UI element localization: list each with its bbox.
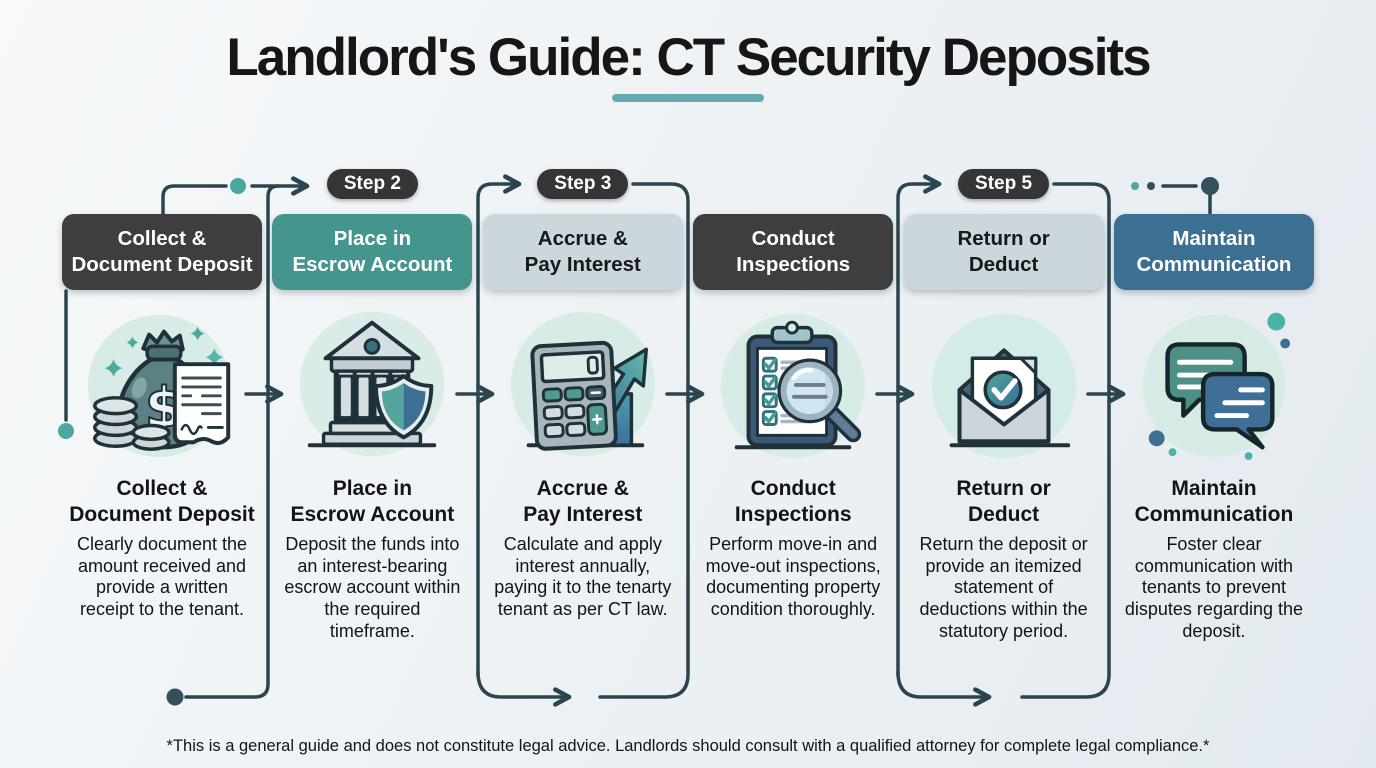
step-header-line2: Deduct [968, 253, 1039, 276]
step-title-line1: Conduct [750, 477, 836, 500]
step-title: Maintain Communication [1135, 476, 1294, 527]
step-header-line2: Pay Interest [524, 253, 641, 276]
step-column: Step 3 Accrue & Pay Interest [482, 162, 683, 642]
step-column: Conduct Inspections [693, 162, 894, 642]
step-header-line1: Maintain [1172, 227, 1256, 251]
step-badge: Step 5 [958, 169, 1050, 199]
step-header-line2: Document Deposit [71, 253, 253, 276]
step-title-line2: Inspections [734, 502, 852, 526]
step-description: Return the deposit or provide an itemize… [919, 534, 1088, 641]
step-title-line2: Deduct [967, 502, 1040, 526]
step-badge-slot [145, 162, 179, 206]
step-title-line2: Escrow Account [290, 502, 455, 526]
step-header-box: Return or Deduct [903, 214, 1104, 290]
step-title: Place in Escrow Account [291, 476, 455, 527]
step-title-line1: Maintain [1171, 477, 1257, 500]
step-title: Return or Deduct [956, 476, 1051, 527]
step-title-line1: Collect & [116, 477, 208, 500]
step-column: Collect & Document Deposit $ Collect & [62, 162, 262, 642]
step-badge-slot: Step 2 [326, 162, 418, 206]
step-header-box: Place in Escrow Account [272, 214, 473, 290]
step-badge: Step 2 [326, 169, 418, 199]
col3-loop-bottom-arrow [476, 670, 572, 707]
step-description: Clearly document the amount received and… [76, 534, 248, 619]
money-bag-icon: $ [78, 296, 246, 466]
envelope-icon [920, 296, 1088, 466]
step-header-box: Collect & Document Deposit [62, 214, 262, 290]
step-header-line1: Accrue & [537, 227, 628, 251]
bottom-left-dot [166, 688, 184, 706]
step-title: Accrue & Pay Interest [523, 476, 642, 527]
step-badge-slot [776, 162, 810, 206]
step-badge-label: Step 3 [554, 173, 612, 194]
col5-loop-bottom-arrow [896, 670, 992, 707]
step-title-line1: Return or [956, 477, 1051, 500]
step-header-line2: Inspections [736, 253, 851, 276]
title-underline [612, 93, 764, 102]
step-badge-slot [1197, 162, 1231, 206]
calculator-icon [499, 296, 667, 466]
step-column: Maintain Communication Maintain Communic… [1113, 162, 1314, 642]
step-description: Deposit the funds into an interest-beari… [284, 534, 461, 641]
step-header-line1: Collect & [117, 227, 207, 251]
step-header-line1: Return or [957, 227, 1050, 251]
step-badge-label: Step 2 [343, 173, 401, 194]
step-badge-label: Step 5 [975, 173, 1033, 194]
step-header-box: Conduct Inspections [693, 214, 894, 290]
step-description: Calculate and apply interest annually, p… [494, 534, 672, 619]
step-title-line1: Accrue & [536, 477, 629, 500]
step-title: Collect & Document Deposit [69, 476, 255, 527]
step-header-line2: Escrow Account [292, 253, 453, 276]
step-header-line1: Conduct [751, 227, 835, 251]
step-title-line2: Pay Interest [523, 502, 643, 526]
step-title-line1: Place in [332, 477, 413, 500]
step-header-box: Maintain Communication [1113, 214, 1314, 290]
page-title: Landlord's Guide: CT Security Deposits [226, 28, 1151, 87]
step-badge: Step 3 [537, 169, 629, 199]
step-header-line2: Communication [1136, 253, 1292, 276]
steps-row: Collect & Document Deposit $ Collect & [0, 162, 1376, 642]
step-column: Step 5 Return or Deduct Return or Deduct… [903, 162, 1104, 642]
step-header-line1: Place in [333, 227, 412, 251]
step-title-line2: Document Deposit [69, 502, 255, 526]
step-badge-slot: Step 5 [958, 162, 1050, 206]
bank-icon [288, 296, 456, 466]
step-description: Foster clear communication with tenants … [1124, 534, 1304, 641]
step-title: Conduct Inspections [735, 476, 852, 527]
step-column: Step 2 Place in Escrow Account Place in … [272, 162, 473, 642]
chat-icon [1130, 296, 1298, 466]
step-description: Perform move-in and move-out inspections… [705, 534, 881, 619]
clipboard-icon [709, 296, 877, 466]
disclaimer-text: *This is a general guide and does not co… [166, 737, 1210, 755]
step-header-box: Accrue & Pay Interest [482, 214, 683, 290]
step-title-line2: Communication [1134, 502, 1294, 526]
step-badge-slot: Step 3 [537, 162, 629, 206]
